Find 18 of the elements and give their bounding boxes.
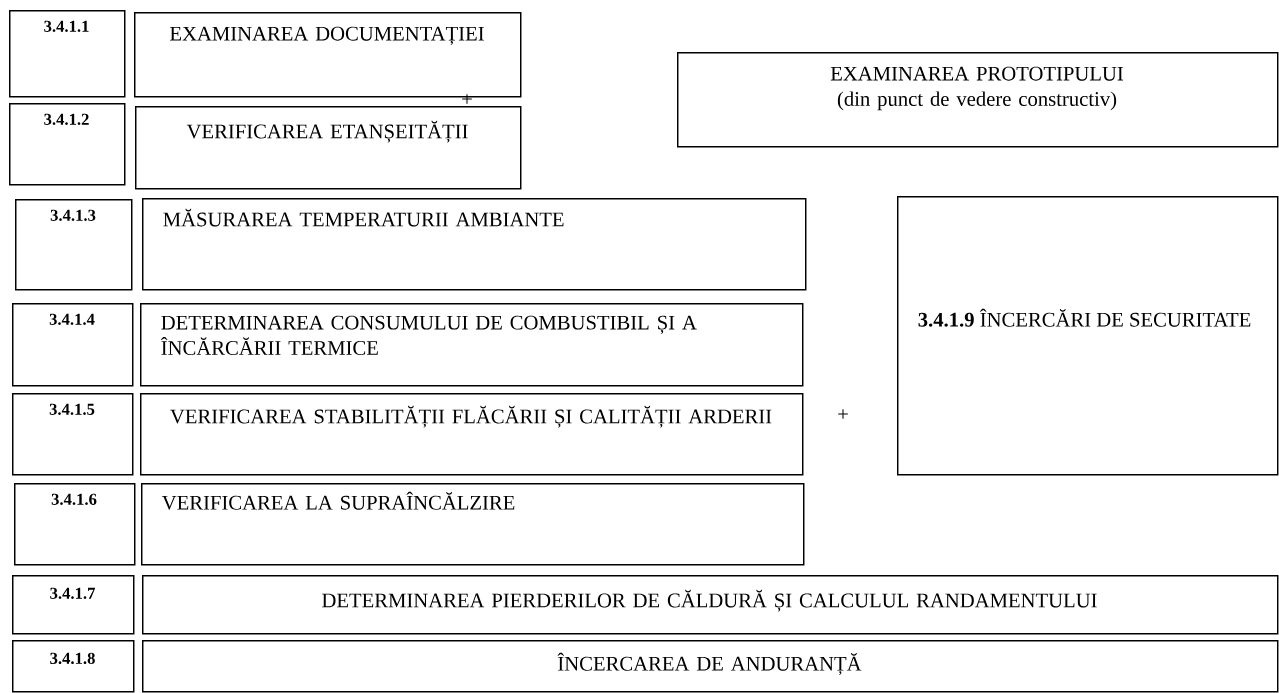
step-box: 3.4.1.9 ÎNCERCĂRI DE SECURITATE (897, 196, 1279, 476)
step-box: VERIFICAREA LA SUPRAÎNCĂLZIRE (141, 483, 805, 566)
step-box: EXAMINAREA PROTOTIPULUI (din punct de vedere constructiv) (677, 52, 1279, 148)
step-box: MĂSURAREA TEMPERATURII AMBIANTE (142, 198, 807, 291)
step-box: DETERMINAREA CONSUMULUI DE COMBUSTIBIL ȘI A ÎNCĂRCĂRII TERMICE (140, 303, 804, 387)
number-box: 3.4.1.3 (15, 199, 133, 291)
number-box: 3.4.1.6 (14, 483, 136, 566)
step-box: VERIFICAREA ETANȘEITĂȚII (135, 106, 522, 190)
number-box: 3.4.1.2 (9, 103, 126, 186)
number-box: 3.4.1.1 (9, 10, 126, 98)
number-box: 3.4.1.8 (12, 640, 135, 693)
step-box: DETERMINAREA PIERDERILOR DE CĂLDURĂ ȘI CALCULUL RANDAMENTULUI (142, 575, 1279, 635)
number-box: 3.4.1.5 (12, 393, 134, 476)
plus-sign: + (838, 409, 848, 419)
number-box: 3.4.1.4 (12, 303, 134, 387)
step-box: VERIFICAREA STABILITĂȚII FLĂCĂRII ȘI CALITĂȚII ARDERII (140, 393, 804, 476)
number-box: 3.4.1.7 (12, 575, 135, 635)
step-box: ÎNCERCAREA DE ANDURANȚĂ (142, 640, 1279, 693)
